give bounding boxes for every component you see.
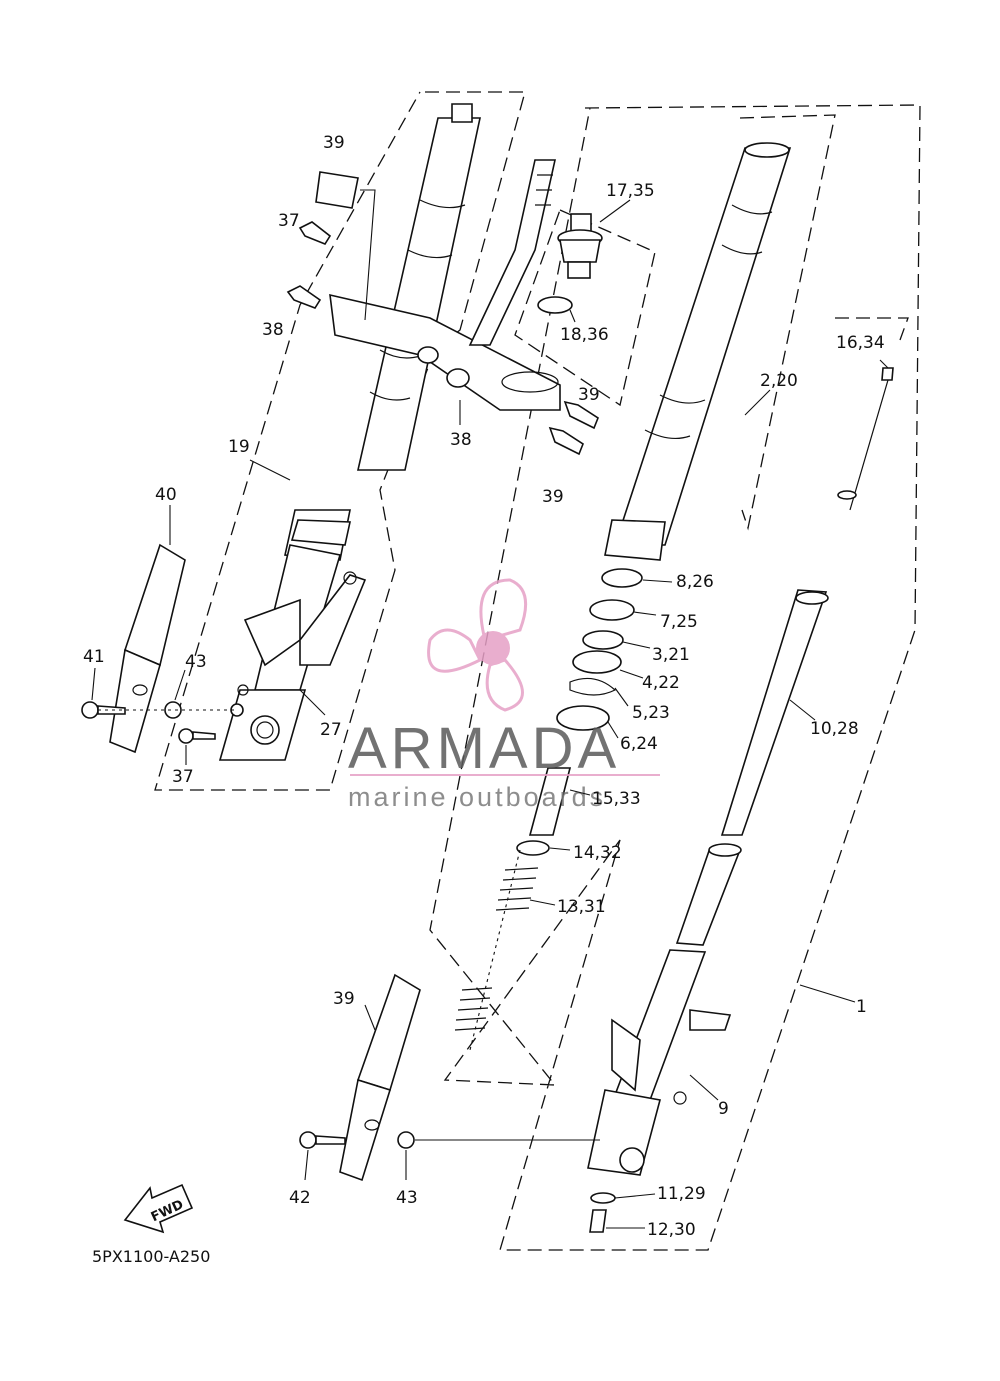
- callout-40: 39: [323, 133, 345, 153]
- callout-9: 9: [718, 1099, 729, 1119]
- right-fork-tube: [604, 142, 792, 561]
- callout-4-22: 4,22: [642, 673, 680, 693]
- callout-2-20: 2,20: [760, 371, 798, 391]
- callout-13-31: 13,31: [557, 897, 606, 917]
- callout-labels: 39 37 38 19 40 41 43 27 17,35 18,36 39 3…: [83, 133, 885, 1240]
- fork-guard-upper: [109, 543, 186, 754]
- watermark-tagline: marine outboards: [348, 782, 606, 812]
- lower-fasteners: [299, 1131, 600, 1149]
- callout-39b: 38: [262, 320, 284, 340]
- watermark: ARMADA marine outboards: [348, 578, 660, 812]
- left-fork-leg: [218, 103, 481, 761]
- propeller-logo-icon: [427, 578, 528, 712]
- callout-37: 37: [172, 767, 194, 787]
- leader-lines: [91, 189, 889, 1229]
- watermark-brand: ARMADA: [348, 716, 620, 781]
- callout-1: 1: [856, 997, 867, 1017]
- callout-6-24: 6,24: [620, 734, 658, 754]
- callout-11-29: 11,29: [657, 1184, 706, 1204]
- damper-parts: [454, 767, 572, 1051]
- callout-42: 40: [155, 485, 177, 505]
- callout-19: 19: [228, 437, 250, 457]
- bolts-39: [286, 221, 599, 456]
- forward-direction-icon: FWD: [123, 1183, 194, 1234]
- callout-7-25: 7,25: [660, 612, 698, 632]
- callout-39d: 39: [542, 487, 564, 507]
- callout-39a: 37: [278, 211, 300, 231]
- callout-27: 27: [320, 720, 342, 740]
- assembly-boundaries: [154, 91, 921, 1251]
- callout-43b: 42: [289, 1188, 311, 1208]
- damper-cartridge: [720, 367, 894, 836]
- fork-guard-lower: [339, 973, 421, 1182]
- callout-16-34: 16,34: [836, 333, 885, 353]
- callout-5-23: 5,23: [632, 703, 670, 723]
- callout-41: 39: [333, 989, 355, 1009]
- callout-43a: 41: [83, 647, 105, 667]
- right-fork-slider: [587, 843, 742, 1233]
- seal-stack: [556, 568, 643, 731]
- upper-fasteners: [81, 701, 244, 744]
- callout-38: 38: [450, 430, 472, 450]
- callout-44b: 43: [396, 1188, 418, 1208]
- callout-10-28: 10,28: [810, 719, 859, 739]
- diagram-code: 5PX1100-A250: [92, 1247, 210, 1266]
- callout-39c: 39: [578, 385, 600, 405]
- callout-44a: 43: [185, 652, 207, 672]
- label-plate: [315, 171, 359, 209]
- cap-bolt-assembly: [537, 213, 603, 314]
- callout-3-21: 3,21: [652, 645, 690, 665]
- callout-15-33: 15,33: [592, 789, 641, 809]
- callout-17-35: 17,35: [606, 181, 655, 201]
- callout-18-36: 18,36: [560, 325, 609, 345]
- callout-12-30: 12,30: [647, 1220, 696, 1240]
- steering-bracket: [329, 159, 561, 411]
- callout-14-32: 14,32: [573, 843, 622, 863]
- callout-8-26: 8,26: [676, 572, 714, 592]
